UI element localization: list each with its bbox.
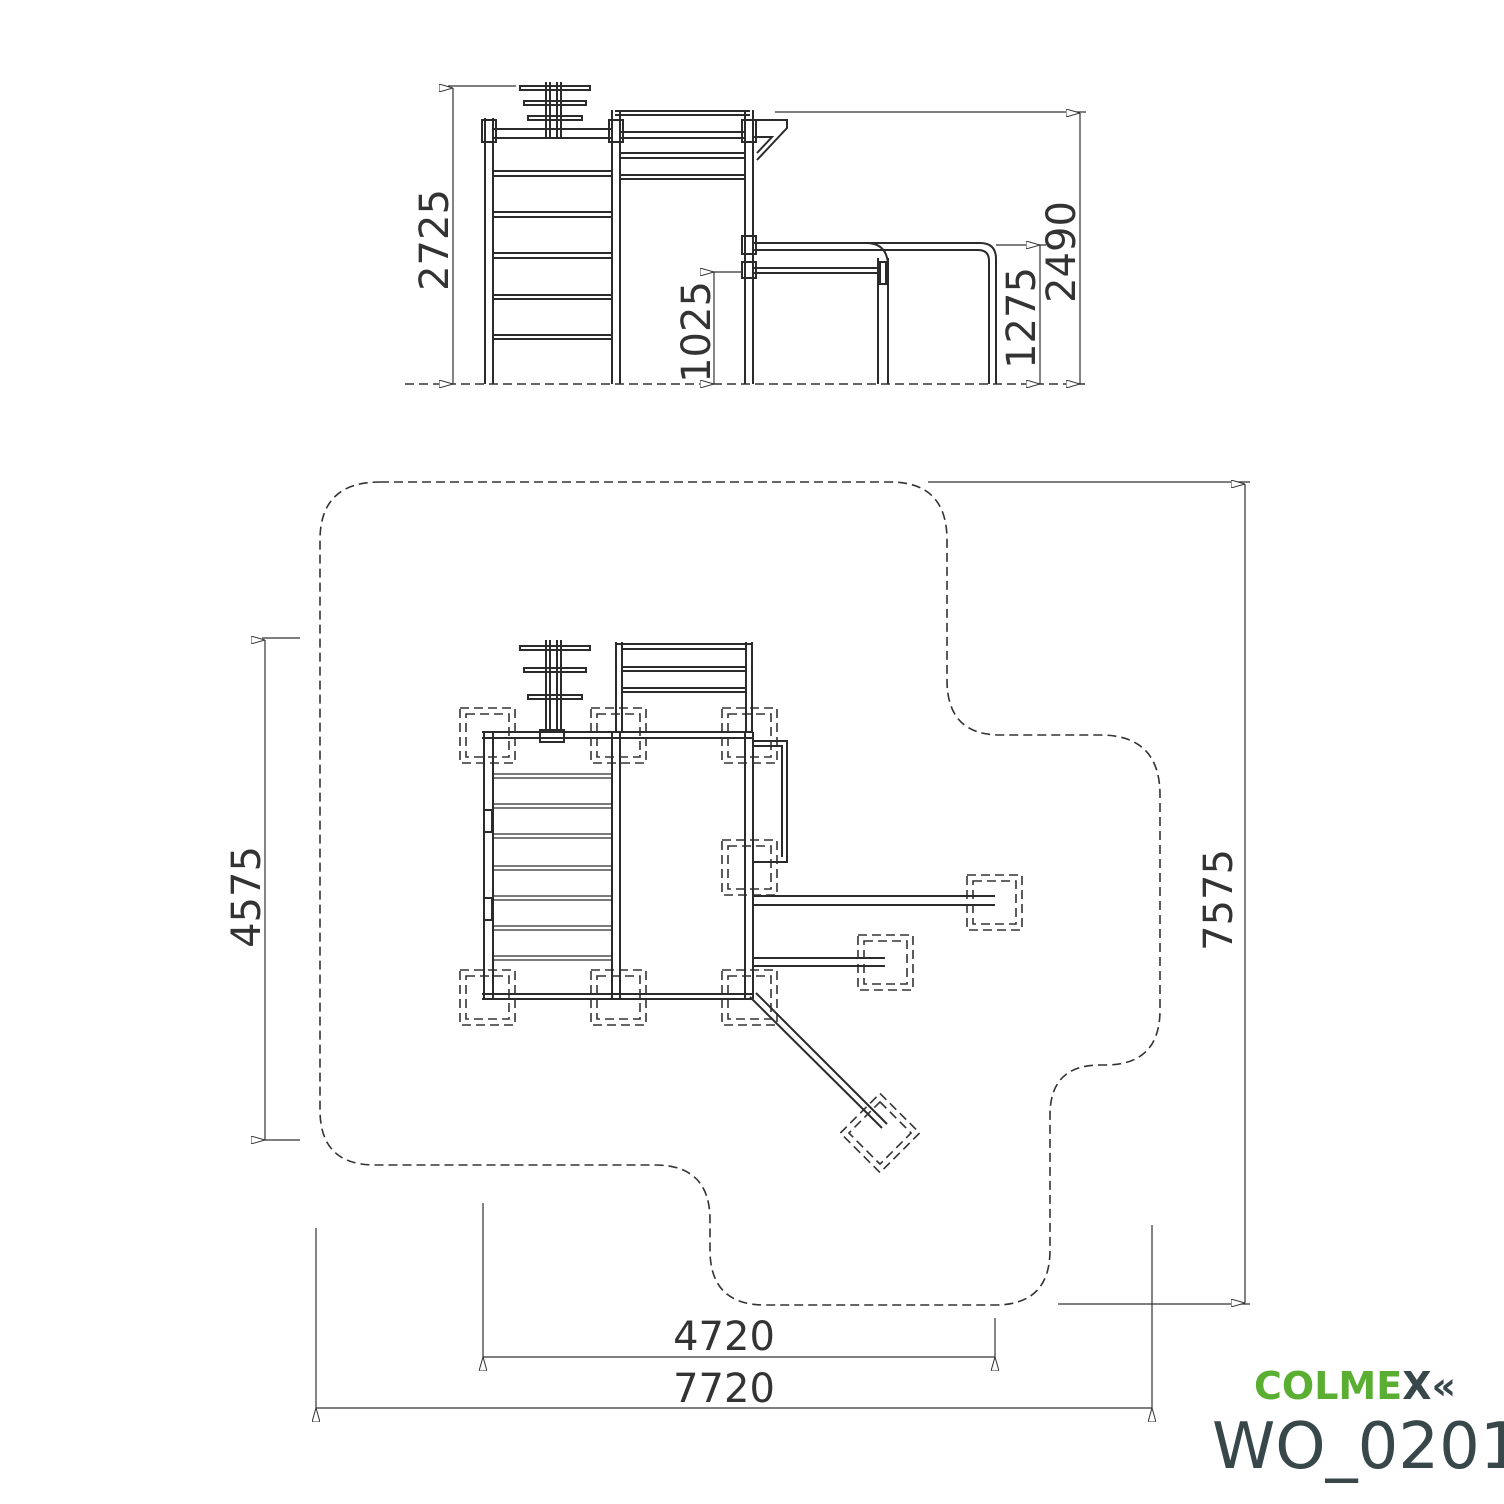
dim-low-bar: 1025 [674,281,720,383]
colmex-logo: COLMEX« [1254,1364,1457,1408]
plan-frame [482,729,754,1000]
plan-dimensions: 4575 7575 4720 7720 [224,482,1250,1413]
top-beams [493,110,750,180]
dip-bracket [753,119,788,161]
dim-bar-height: 2490 [1039,201,1085,303]
product-code: WO_0201 [1212,1410,1504,1484]
side-elevation-view: 2725 1025 1275 2490 [405,82,1086,384]
plan-ladder-rungs [493,773,612,961]
plan-view: 4575 7575 4720 7720 [224,482,1250,1413]
plan-dip-bracket [753,740,788,863]
dim-structure-width: 4720 [673,1314,775,1360]
footings [459,707,1023,1174]
dim-zone-width: 7720 [673,1366,775,1412]
ladder-rungs [493,170,612,340]
plan-plate-rack [519,640,591,732]
plate-rack [519,82,591,138]
chevron-icon: « [1431,1364,1457,1408]
dim-parallel-bar: 1275 [999,267,1045,369]
safety-zone-outline [319,481,1161,1306]
elevation-dimensions: 2725 1025 1275 2490 [412,86,1086,384]
plan-top-bars [615,642,753,732]
dim-structure-depth: 4575 [224,846,270,948]
dim-total-height: 2725 [412,189,458,291]
plan-pull-bars [749,895,995,1129]
dim-zone-depth: 7575 [1196,849,1242,951]
posts [481,110,757,384]
parallel-bars [753,242,997,384]
